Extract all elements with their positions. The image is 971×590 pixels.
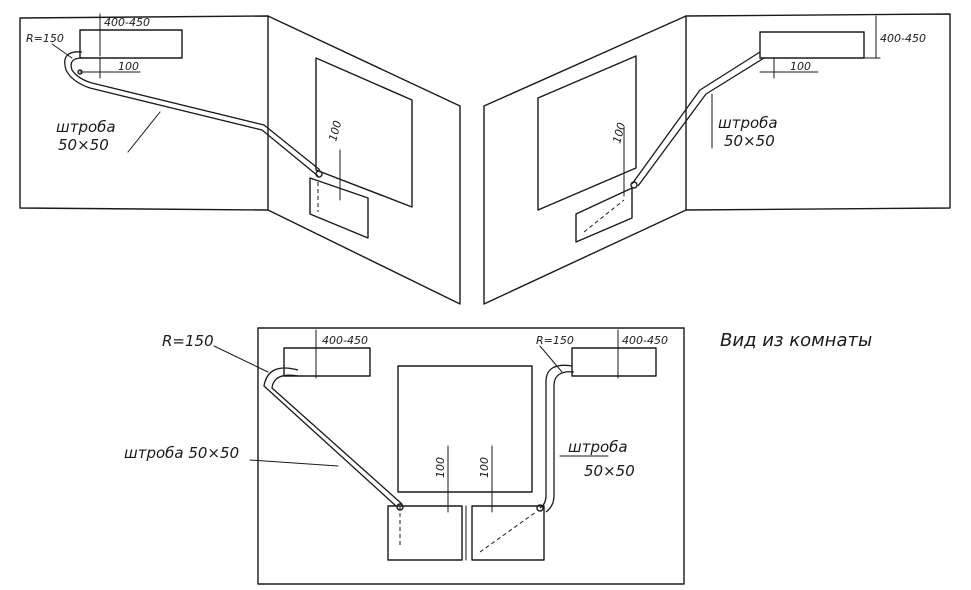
front-left-radius-label: R=150 [162, 332, 214, 350]
right-chase-word: штроба [718, 114, 778, 132]
right-offset-label: 100 [790, 60, 811, 73]
left-radius-label: R=150 [26, 32, 64, 45]
right-height-label: 400-450 [880, 32, 926, 45]
left-offset-label: 100 [118, 60, 139, 73]
right-socket-inner [583, 199, 625, 233]
right-socket-box [575, 187, 633, 243]
view-caption: Вид из комнаты [720, 330, 872, 351]
left-switch-box [79, 29, 183, 59]
front-wall-outline [257, 327, 685, 585]
right-chase-pipe-inner [637, 57, 765, 187]
right-switch-box [759, 31, 865, 59]
front-right-radius-leader [539, 345, 563, 373]
right-window [537, 55, 637, 211]
front-left-chase-leader [249, 459, 339, 467]
right-side-wall [483, 15, 687, 305]
front-left-chase-label: штроба 50×50 [124, 444, 239, 462]
left-radius-leader [51, 43, 73, 59]
left-chase-leader [127, 111, 161, 153]
front-right-socket-box [471, 505, 545, 561]
left-wall-outline [19, 15, 269, 211]
left-pipe-end [315, 170, 323, 178]
left-chase-pipe [64, 51, 319, 177]
right-vert-label: 100 [610, 121, 628, 145]
left-chase-pipe-inner [70, 57, 321, 171]
front-view: R=150 R=150 400-450 400-450 штроба 50×50… [124, 327, 685, 585]
right-chase-pipe [631, 51, 761, 185]
front-right-chase-size: 50×50 [584, 462, 635, 480]
front-left-radius-leader [213, 345, 269, 373]
front-left-pipe-end [396, 503, 404, 511]
left-socket-box [309, 177, 369, 239]
right-pipe-end [630, 181, 638, 189]
front-right-socket-inner [479, 511, 537, 553]
right-chase-size: 50×50 [724, 132, 775, 150]
front-right-chase-pipe-inner [545, 371, 575, 513]
front-left-chase-pipe-inner [271, 374, 403, 505]
left-vert-label: 100 [326, 119, 344, 143]
left-height-label: 400-450 [104, 16, 150, 29]
front-left-chase-pipe [263, 367, 397, 507]
left-side-wall [267, 15, 461, 305]
front-left-switch-box [283, 347, 371, 377]
left-window [315, 57, 413, 208]
right-corner-view: 400-450 100 штроба 50×50 100 [483, 13, 951, 305]
front-left-height-label: 400-450 [322, 334, 368, 347]
left-corner-view: R=150 400-450 100 штроба 50×50 100 [19, 13, 461, 305]
front-window [397, 365, 533, 493]
front-right-chase-pipe [539, 364, 573, 509]
front-left-vert-label: 100 [434, 457, 447, 478]
left-chase-word: штроба [56, 118, 116, 136]
front-right-height-label: 400-450 [622, 334, 668, 347]
front-right-radius-label: R=150 [536, 334, 574, 347]
front-right-switch-box [571, 347, 657, 377]
front-right-chase-word: штроба [568, 438, 628, 456]
front-right-vert-label: 100 [478, 457, 491, 478]
front-left-socket-box [387, 505, 463, 561]
front-right-pipe-end [536, 504, 544, 512]
right-back-wall [685, 13, 951, 211]
left-chase-size: 50×50 [58, 136, 109, 154]
